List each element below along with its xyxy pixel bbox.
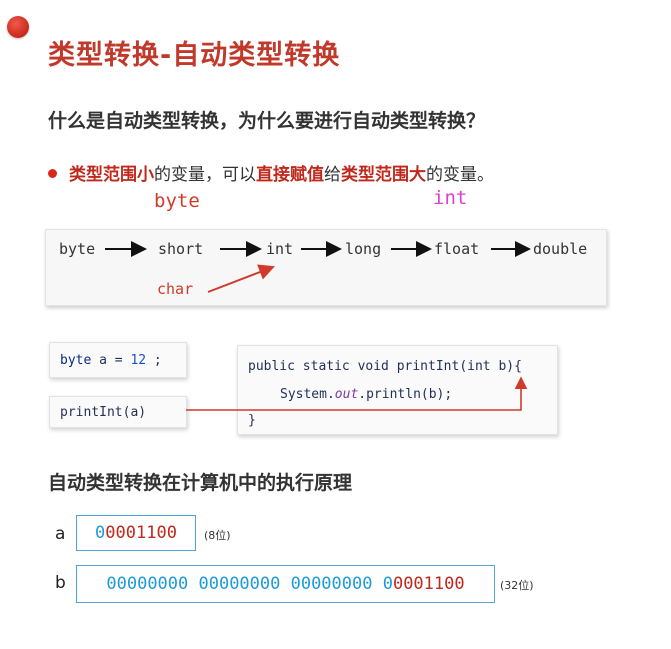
var-b-label: b [55, 573, 66, 593]
bits-red: 0001100 [105, 523, 177, 543]
code-keyword: byte [60, 353, 92, 368]
code-method: public static void printInt(int b){ Syst… [237, 345, 558, 435]
bullet-dot-icon [48, 168, 57, 178]
page-title: 类型转换-自动类型转换 [48, 40, 341, 71]
bullet-text: 的变量。 [426, 165, 494, 185]
bullet-statement: 类型范围小的变量，可以直接赋值给类型范围大的变量。 [48, 160, 494, 185]
type-chain-panel: byte short int long float double char [45, 229, 607, 306]
code-call: printInt(a) [49, 396, 187, 428]
bullet-text: 的变量，可以 [154, 165, 256, 185]
type-float: float [434, 240, 480, 258]
handwritten-char: char [157, 280, 194, 298]
code-declaration: byte a = 12 ; [49, 342, 187, 378]
code-text: a = [91, 353, 131, 368]
code-close-brace: } [248, 413, 256, 428]
chain-arrows [105, 241, 531, 293]
type-short: short [158, 240, 204, 258]
code-method-signature: public static void printInt(int b){ [248, 359, 522, 374]
bits-red: 0001100 [392, 574, 465, 594]
bits-blue: 0 [95, 523, 106, 543]
code-text: ; [146, 353, 162, 368]
highlight-small-range: 类型范围小 [69, 165, 154, 185]
highlight-direct-assign: 直接赋值 [256, 165, 324, 185]
var-a-label: a [55, 524, 66, 544]
var-b-width-note: (32位) [500, 579, 534, 592]
highlight-large-range: 类型范围大 [341, 165, 426, 185]
bits-blue: 00000000 00000000 00000000 0 [106, 574, 393, 594]
type-byte: byte [59, 240, 96, 258]
code-text: System. [280, 387, 335, 402]
code-field: out [334, 387, 359, 402]
arrow-char-int [207, 264, 275, 293]
handwritten-byte: byte [154, 190, 200, 212]
var-a-width-note: (8位) [204, 529, 231, 542]
handwritten-int: int [433, 187, 468, 209]
code-text: .println(b); [358, 387, 453, 402]
decorative-dot-icon [7, 16, 29, 38]
question-heading: 什么是自动类型转换，为什么要进行自动类型转换？ [48, 110, 486, 132]
type-double: double [533, 240, 588, 258]
code-number: 12 [130, 353, 147, 368]
bullet-text: 给 [324, 165, 341, 185]
type-int: int [266, 240, 294, 258]
type-long: long [345, 240, 382, 258]
code-call-text: printInt(a) [60, 405, 147, 420]
section-heading: 自动类型转换在计算机中的执行原理 [48, 472, 353, 494]
